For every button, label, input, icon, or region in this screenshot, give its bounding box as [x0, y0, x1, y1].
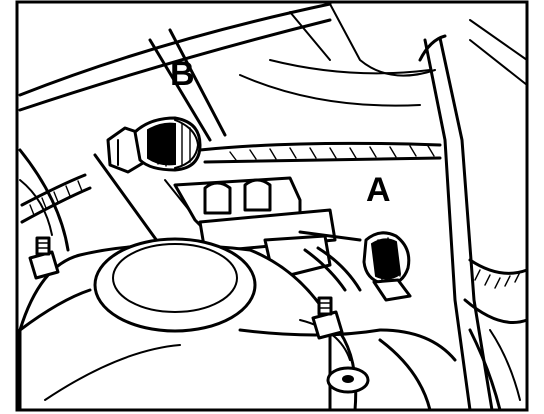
washer-bolt — [326, 366, 370, 394]
label-b: B — [170, 55, 195, 93]
sensor-connector-b — [106, 116, 202, 174]
mounting-nut-center — [311, 296, 344, 340]
label-a: A — [366, 171, 391, 209]
sensor-connector-a — [362, 231, 412, 302]
mounting-nut-left — [28, 236, 60, 280]
strut-tower-mount — [18, 237, 457, 412]
right-lower-mechanism — [463, 258, 529, 412]
wiring-harness — [20, 141, 442, 224]
